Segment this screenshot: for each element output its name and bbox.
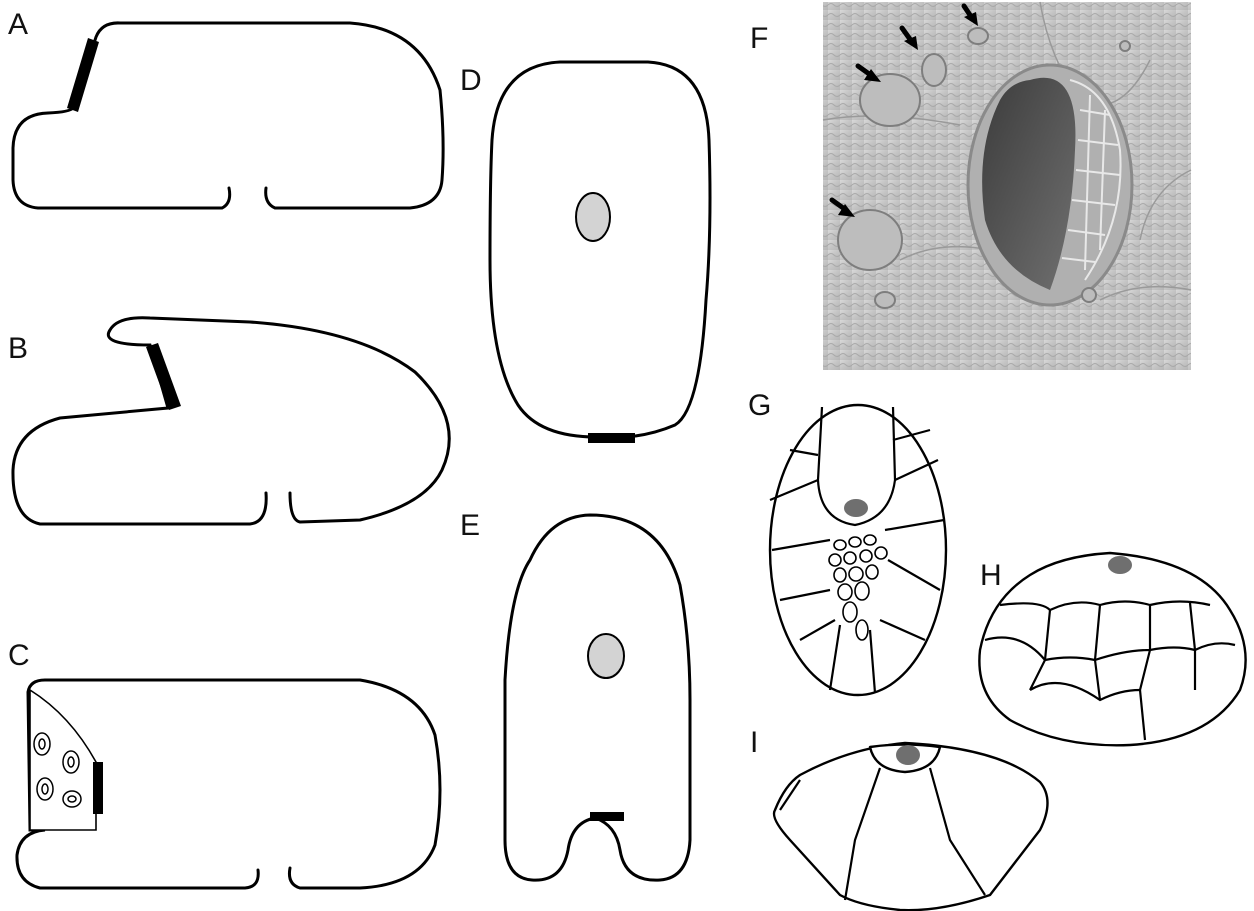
plate-marker-a [67,38,99,112]
panel-label-i: I [750,726,758,759]
cell-outline-b [13,318,449,524]
cell-outline-a [13,23,443,208]
panel-label-c: C [8,639,30,672]
cell-outline-d [490,62,710,438]
panel-g: G [748,389,946,695]
nucleus-i [896,745,920,765]
plate-marker-c [93,762,103,814]
panel-label-d: D [460,64,482,97]
panel-label-a: A [8,8,28,41]
cell-outline-g [770,405,946,695]
plate-marker-d [588,433,635,443]
plate-marker-b [146,343,181,410]
nucleus-g [844,499,868,517]
panel-label-b: B [8,332,28,365]
panel-b: B [8,318,449,524]
nucleus-h [1108,556,1132,574]
panel-f: F [750,2,1191,370]
panel-h: H [979,553,1245,745]
nucleus-d [576,193,610,241]
cell-outline-e [505,515,690,880]
plate-marker-e [590,812,624,821]
panel-label-f: F [750,22,768,55]
cell-outline-h [979,553,1245,745]
panel-i: I [750,726,1048,910]
panel-label-e: E [460,509,480,542]
panel-a: A [8,8,443,208]
panel-label-h: H [980,559,1002,592]
panel-c: C [8,639,440,888]
panel-e: E [460,509,690,880]
nucleus-e [588,634,624,678]
panel-label-g: G [748,389,771,422]
panel-d: D [460,62,710,443]
